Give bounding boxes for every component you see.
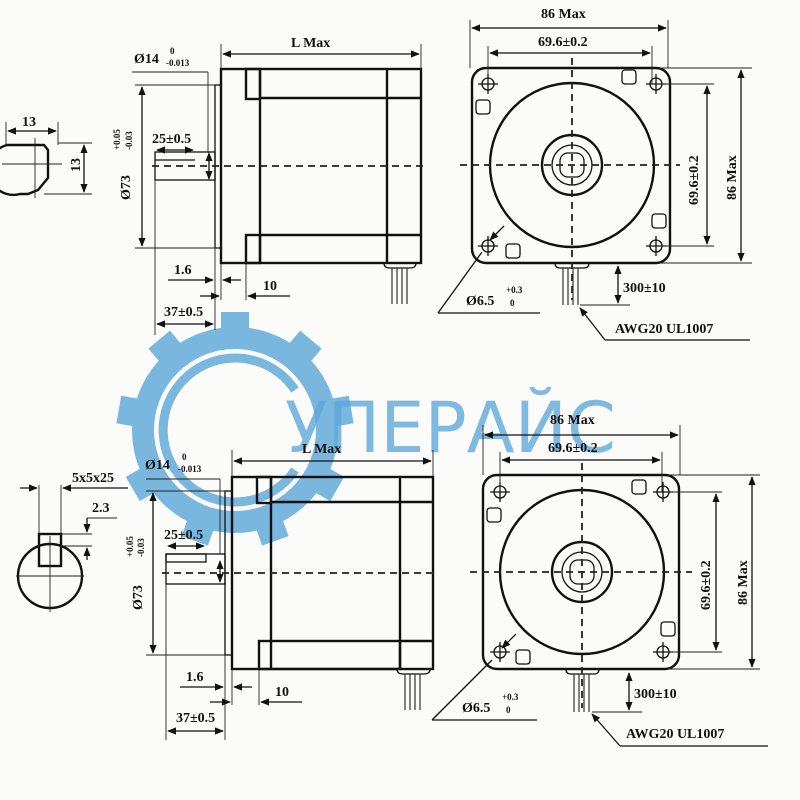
top-hole-diameter: Ø6.5 <box>466 294 494 309</box>
bottom-pilot-thickness: 1.6 <box>186 670 204 685</box>
top-hole-tol-upper: +0.3 <box>506 285 523 295</box>
bottom-pilot-tol-lower: -0.03 <box>136 538 146 557</box>
bottom-shaft-tol-upper: 0 <box>182 452 187 462</box>
bottom-overall-width: 86 Max <box>550 413 595 428</box>
bottom-overall-height: 86 Max <box>736 560 751 605</box>
bottom-front-view: 86 Max 69.6±0.2 69.6±0.2 86 Max Ø6.5 +0.… <box>431 413 768 747</box>
top-pilot-diameter: Ø73 <box>119 175 134 200</box>
bottom-shaft-diameter: Ø14 <box>145 458 170 473</box>
top-hole-spacing-v: 69.6±0.2 <box>687 155 702 205</box>
top-section-width: 13 <box>22 115 36 130</box>
bottom-shaft-section: 5x5x25 2.3 <box>16 471 128 612</box>
top-pilot-tol-upper: +0.05 <box>112 129 122 150</box>
bottom-pilot-tol-upper: +0.05 <box>125 536 135 557</box>
top-flange-thickness: 10 <box>263 279 277 294</box>
top-hole-spacing-h: 69.6±0.2 <box>538 35 588 50</box>
bottom-lead-length: 300±10 <box>634 687 677 702</box>
bottom-flange-thickness: 10 <box>275 685 289 700</box>
top-lead-length: 300±10 <box>623 281 666 296</box>
top-overall-height: 86 Max <box>725 155 740 200</box>
top-front-view: 86 Max 69.6±0.2 69.6±0.2 86 Max Ø6.5 +0.… <box>437 7 752 341</box>
bottom-key-size: 5x5x25 <box>72 471 114 486</box>
bottom-key-depth: 2.3 <box>92 501 110 516</box>
top-flat-length: 25±0.5 <box>152 132 191 147</box>
bottom-side-view: L Max Ø14 0 -0.013 Ø73 +0.05 -0.03 25±0.… <box>125 442 435 740</box>
top-overall-width: 86 Max <box>541 7 586 22</box>
bottom-shaft-length: 37±0.5 <box>176 711 215 726</box>
bottom-wire-spec: AWG20 UL1007 <box>626 727 724 742</box>
top-mounting-holes <box>475 69 667 259</box>
top-hole-tol-lower: 0 <box>510 298 515 308</box>
top-pilot-thickness: 1.6 <box>174 263 192 278</box>
bottom-key-length: 25±0.5 <box>164 528 203 543</box>
bottom-hole-tol-upper: +0.3 <box>502 692 519 702</box>
bottom-hole-diameter: Ø6.5 <box>462 701 490 716</box>
top-shaft-length: 37±0.5 <box>164 305 203 320</box>
top-side-view: L Max Ø14 0 -0.013 Ø73 +0.05 -0.03 25±0.… <box>112 36 425 335</box>
top-section-height: 13 <box>69 158 84 172</box>
top-shaft-diameter: Ø14 <box>134 52 159 67</box>
bottom-l-max-label: L Max <box>302 442 341 457</box>
bottom-pilot-diameter: Ø73 <box>131 585 146 610</box>
bottom-hole-spacing-h: 69.6±0.2 <box>548 441 598 456</box>
top-shaft-tol-lower: -0.013 <box>166 58 190 68</box>
top-shaft-section: 13 13 <box>0 115 92 198</box>
top-pilot-tol-lower: -0.03 <box>124 131 134 150</box>
top-wire-spec: AWG20 UL1007 <box>615 322 713 337</box>
bottom-shaft-tol-lower: -0.013 <box>178 464 202 474</box>
bottom-hole-spacing-v: 69.6±0.2 <box>699 560 714 610</box>
top-shaft-tol-upper: 0 <box>170 46 175 56</box>
watermark-text: УПЕРАЙС <box>285 387 616 469</box>
bottom-hole-tol-lower: 0 <box>506 705 511 715</box>
top-l-max-label: L Max <box>291 36 330 51</box>
